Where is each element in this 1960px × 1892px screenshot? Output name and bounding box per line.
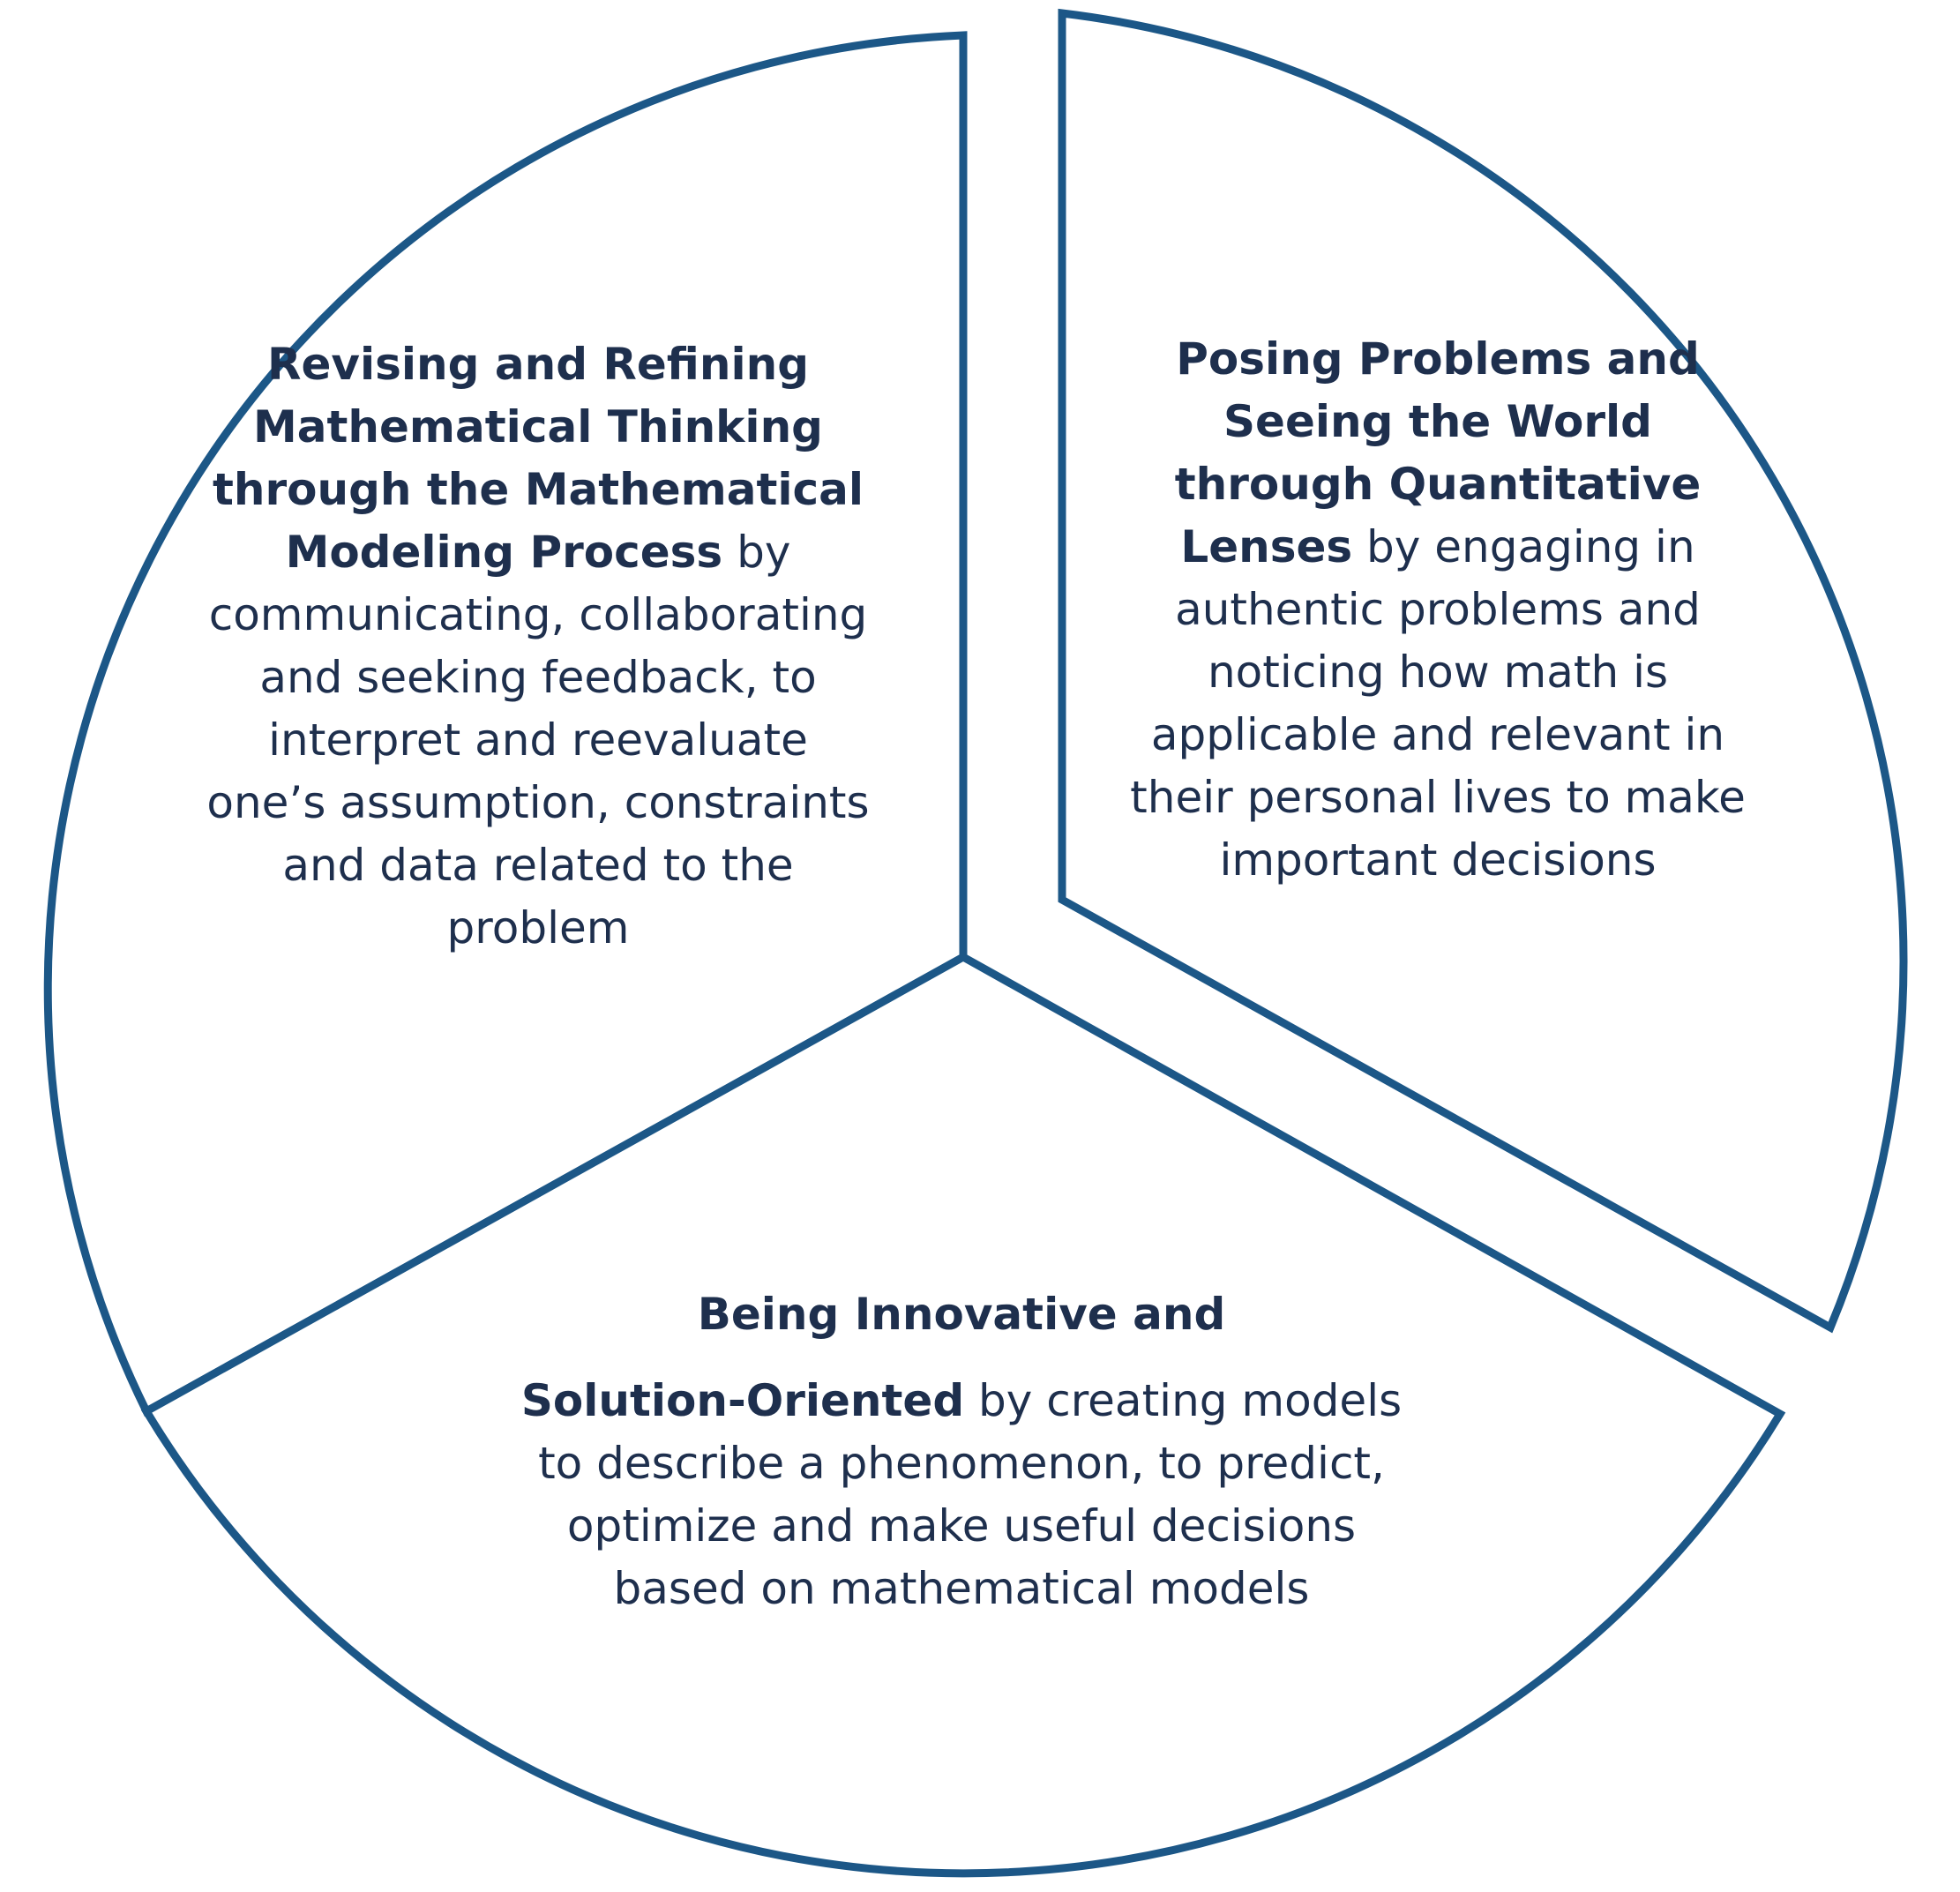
segment-left-title: Revising and Refining Mathematical Think… [212,339,864,578]
segment-right-text: Posing Problems and Seeing the World thr… [1120,328,1755,892]
segment-right-title: Posing Problems and Seeing the World thr… [1174,333,1702,572]
segment-bottom-title-line-1: Being Innovative and [697,1289,1226,1340]
segment-left [43,31,968,1417]
segment-right [1058,8,1908,1334]
segment-left-text: Revising and Refining Mathematical Think… [203,333,873,960]
segment-bottom-body: by creating models to describe a phenome… [538,1375,1403,1614]
segment-right-body: by engaging in authentic problems and no… [1130,521,1746,886]
segment-bottom-title-line-2: Solution-Oriented [520,1375,965,1426]
segment-left-body: by communicating, collaborating and seek… [206,527,870,953]
segment-bottom [140,952,1786,1878]
